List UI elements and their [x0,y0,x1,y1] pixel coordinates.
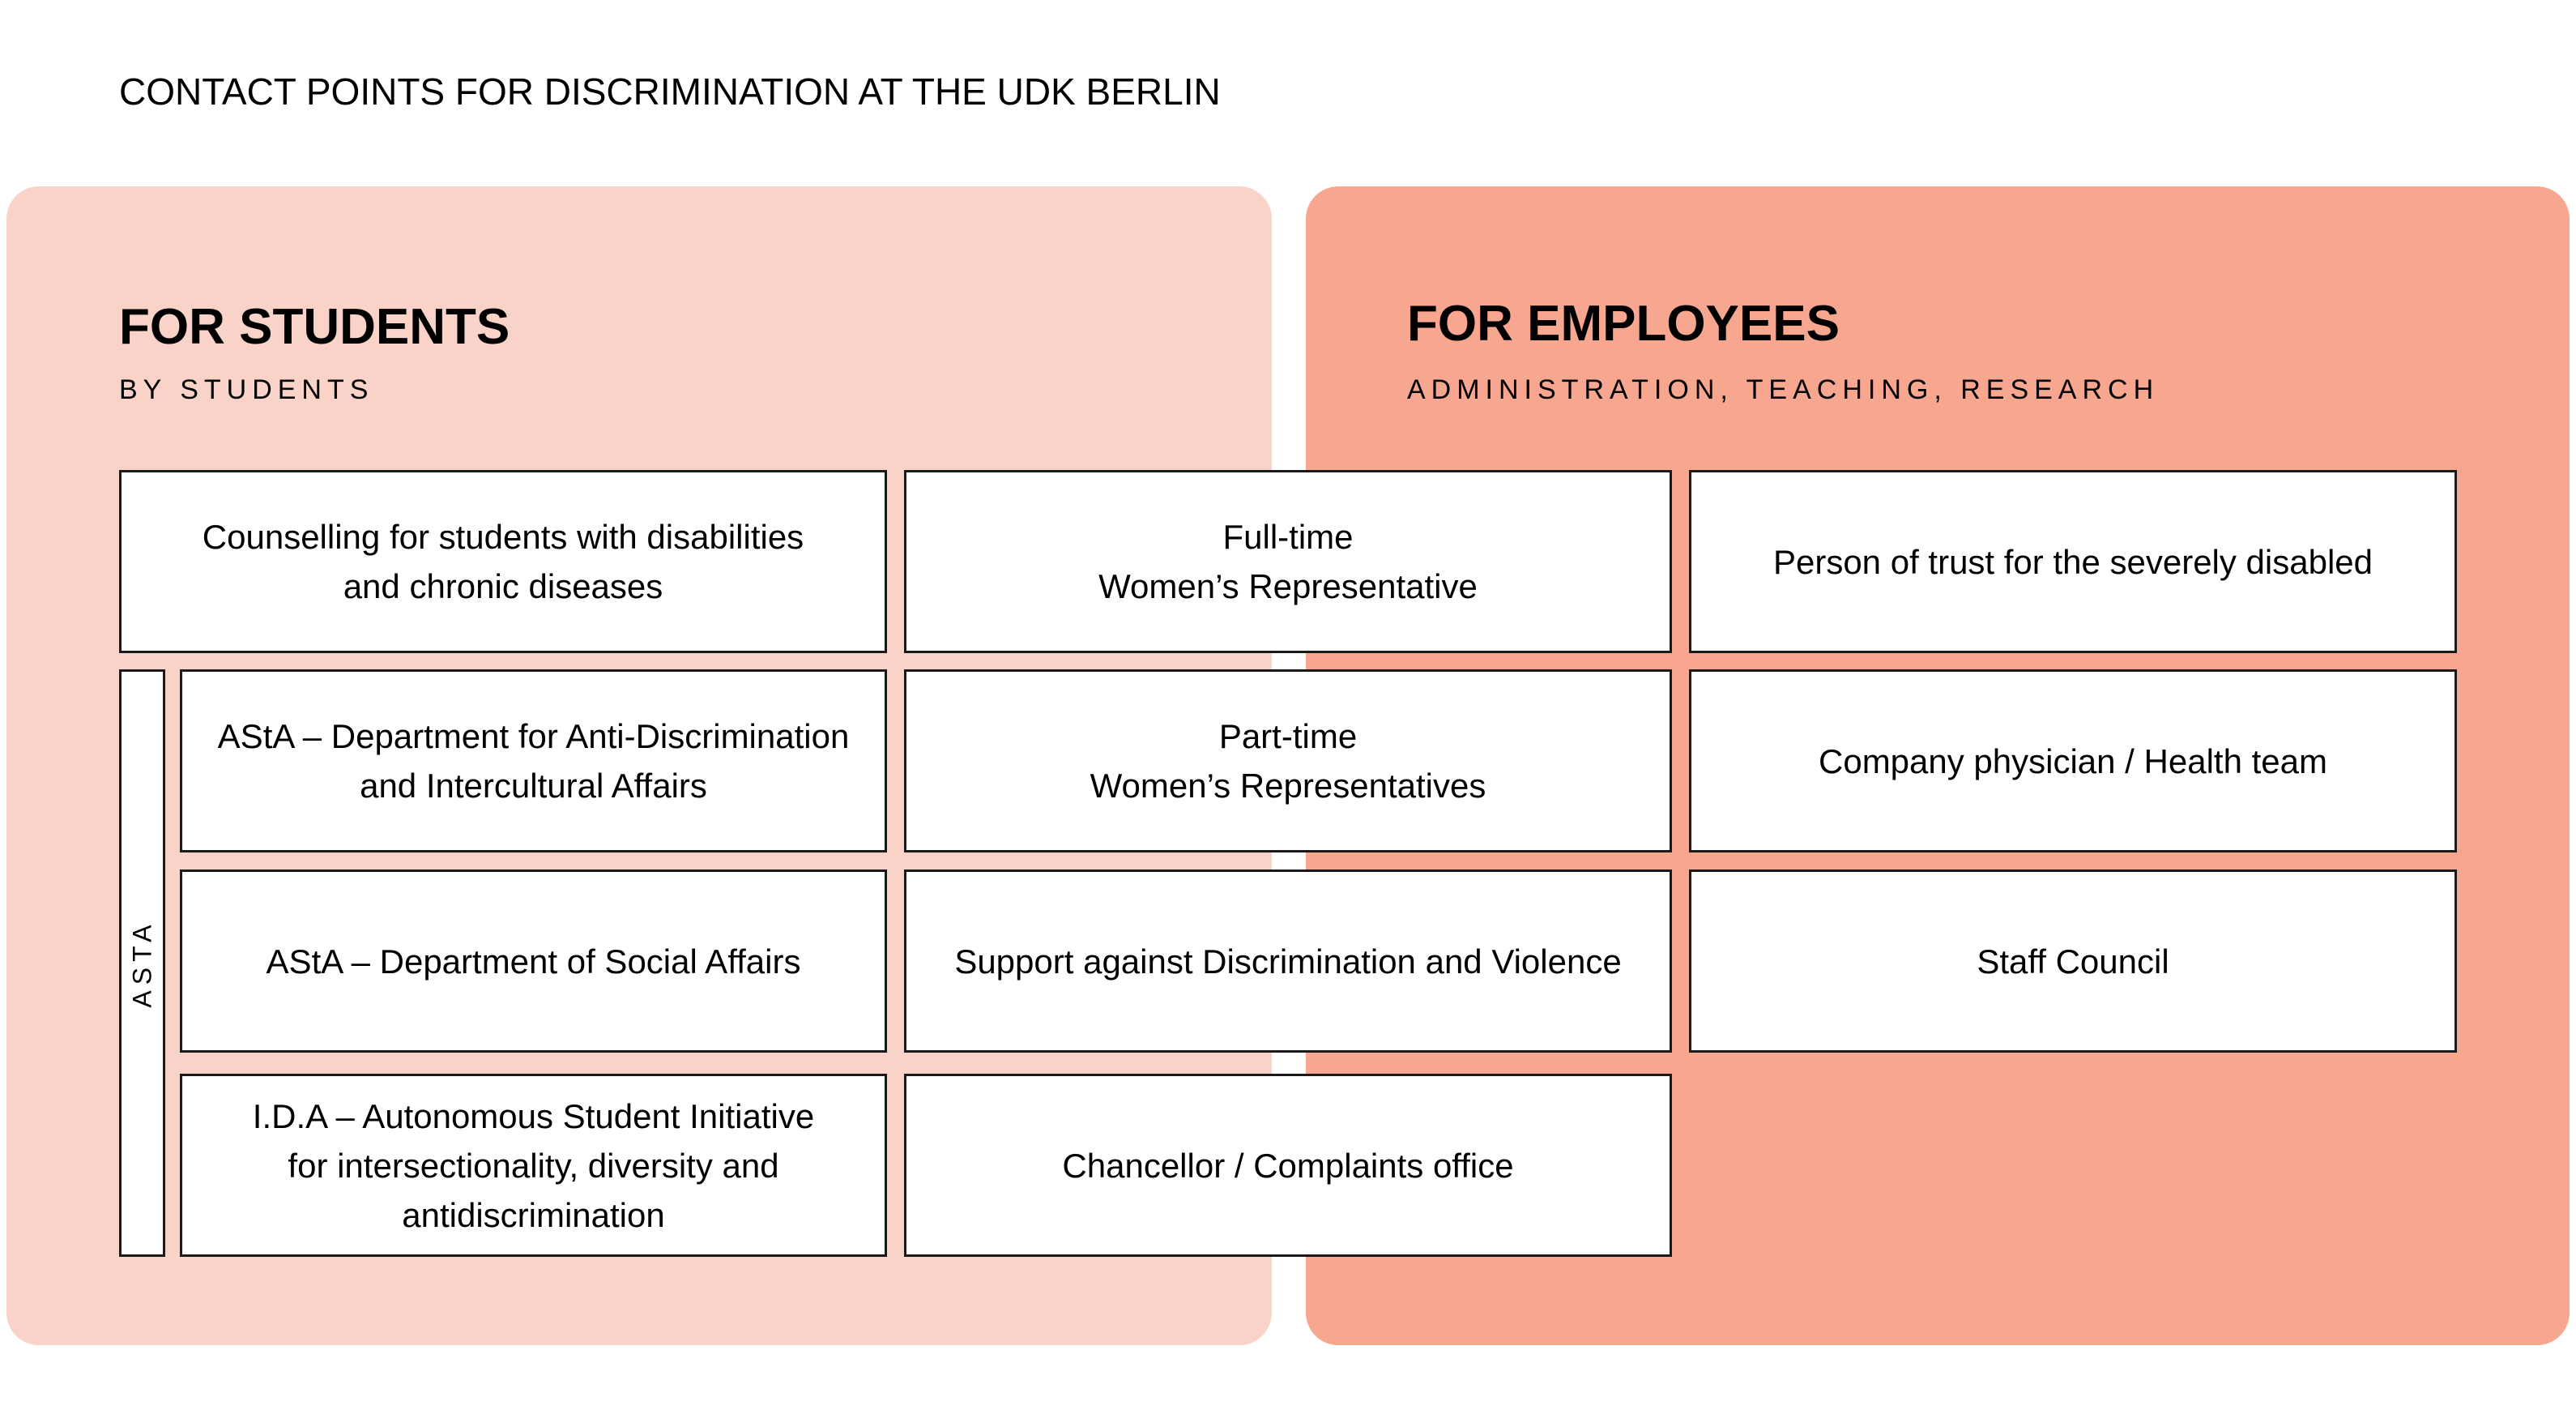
asta-label: ASTA [127,918,156,1008]
contact-box-label: Part-time Women’s Representatives [1090,717,1486,805]
contact-box-label: Counselling for students with disabiliti… [202,518,804,605]
contact-box-label: Person of trust for the severely disable… [1772,542,2373,581]
students-heading: FOR STUDENTS [119,299,510,355]
students-subheading: BY STUDENTS [119,374,374,405]
contact-box-label: Staff Council [1977,942,2169,981]
contact-box-label: Company physician / Health team [1819,741,2327,780]
contact-box-asta-social-affairs: AStA – Department of Social Affairs [180,870,887,1053]
contact-box-support-against-discrimination: Support against Discrimination and Viole… [904,870,1672,1053]
contact-box-label: AStA – Department of Social Affairs [266,942,801,981]
asta-group-bracket: ASTA [119,669,165,1257]
contact-box-label: AStA – Department for Anti-Discriminatio… [217,717,850,805]
contact-box-chancellor: Chancellor / Complaints office [904,1074,1672,1257]
contact-box-parttime-womens-representatives: Part-time Women’s Representatives [904,669,1672,852]
contact-box-staff-council: Staff Council [1689,870,2457,1053]
employees-subheading: ADMINISTRATION, TEACHING, RESEARCH [1407,374,2160,405]
contact-box-fulltime-womens-representative: Full-time Women’s Representative [904,470,1672,653]
employees-heading: FOR EMPLOYEES [1407,296,1840,352]
contact-box-ida-initiative: I.D.A – Autonomous Student Initiative fo… [180,1074,887,1257]
contact-box-asta-antidiscrimination: AStA – Department for Anti-Discriminatio… [180,669,887,852]
contact-box-person-of-trust: Person of trust for the severely disable… [1689,470,2457,653]
contact-box-label: Full-time Women’s Representative [1098,518,1478,605]
contact-box-label: Chancellor / Complaints office [1062,1146,1514,1185]
contact-box-company-physician: Company physician / Health team [1689,669,2457,852]
contact-box-counselling: Counselling for students with disabiliti… [119,470,887,653]
contact-box-label: Support against Discrimination and Viole… [954,942,1622,981]
contact-box-label: I.D.A – Autonomous Student Initiative fo… [252,1096,815,1234]
page-title: CONTACT POINTS FOR DISCRIMINATION AT THE… [119,70,1221,113]
